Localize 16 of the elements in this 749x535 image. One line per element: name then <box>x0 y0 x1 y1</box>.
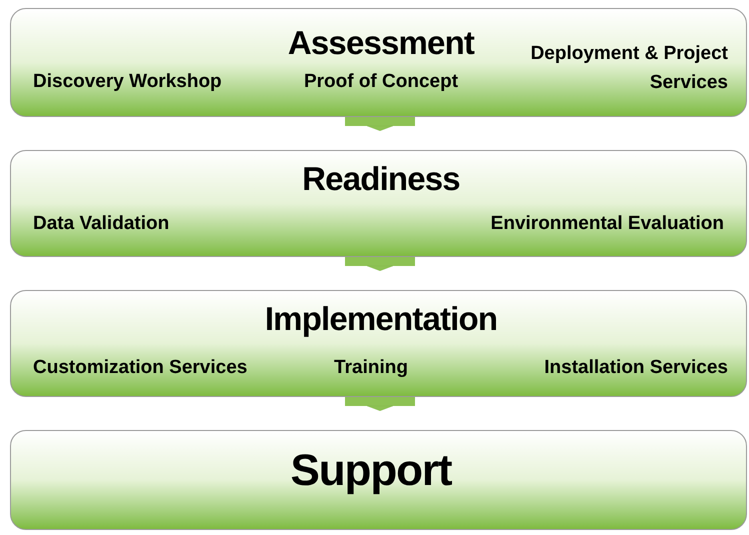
service-label: Proof of Concept <box>304 70 458 94</box>
stage-title: Readiness <box>302 159 460 199</box>
service-label: Data Validation <box>33 212 170 236</box>
stage-title: Implementation <box>264 299 498 339</box>
stage-title: Support <box>290 445 452 497</box>
service-label: Deployment & Project Services <box>530 42 728 95</box>
service-label: Training <box>334 356 408 380</box>
stage-band <box>10 150 747 257</box>
service-label: Customization Services <box>33 356 248 380</box>
stage-band <box>10 290 747 397</box>
service-label: Installation Services <box>544 356 728 380</box>
stage-band <box>10 430 747 530</box>
service-label: Discovery Workshop <box>33 70 222 94</box>
stage-band <box>10 8 747 117</box>
service-label: Environmental Evaluation <box>490 212 724 236</box>
stage-title: Assessment <box>288 23 474 63</box>
